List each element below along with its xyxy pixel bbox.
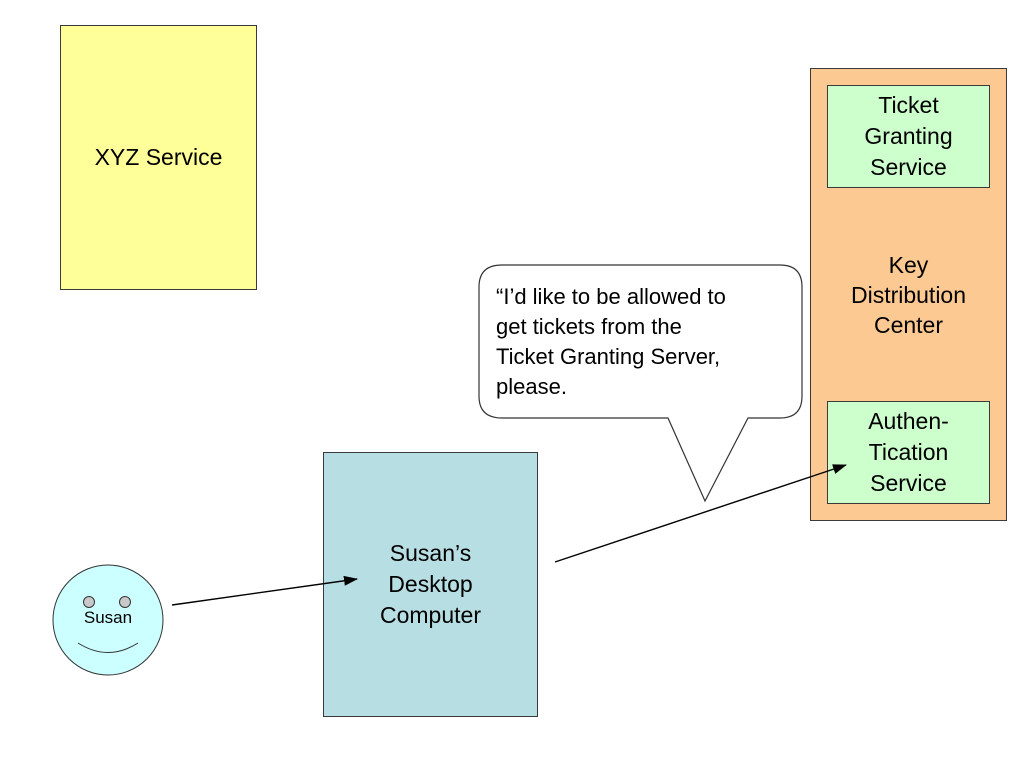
xyz-service-box: XYZ Service [60, 25, 257, 290]
xyz-service-label: XYZ Service [94, 144, 223, 170]
susan-smiley-face [52, 564, 164, 676]
susan-label: Susan [83, 608, 133, 627]
susan-desktop-label: Susan’s Desktop Computer [380, 540, 481, 628]
susan-face-circle [52, 564, 164, 676]
key-distribution-center-label: Key Distribution Center [850, 252, 967, 338]
ticket-granting-service-box: Ticket Granting Service [827, 85, 990, 188]
arrow-susan-to-desktop [171, 575, 358, 606]
authentication-service-box: Authen- Tication Service [827, 401, 990, 504]
speech-bubble [478, 264, 803, 503]
authentication-service-label: Authen- Tication Service [868, 408, 949, 496]
arrow-desktop-to-authentication [554, 464, 847, 563]
susan-smile [77, 642, 139, 653]
susan-right-eye [119, 596, 131, 608]
susan-left-eye [83, 596, 95, 608]
susan-desktop-box: Susan’s Desktop Computer [323, 452, 538, 717]
ticket-granting-service-label: Ticket Granting Service [864, 92, 953, 180]
speech-bubble-text: “I’d like to be allowed to get tickets f… [496, 284, 726, 399]
